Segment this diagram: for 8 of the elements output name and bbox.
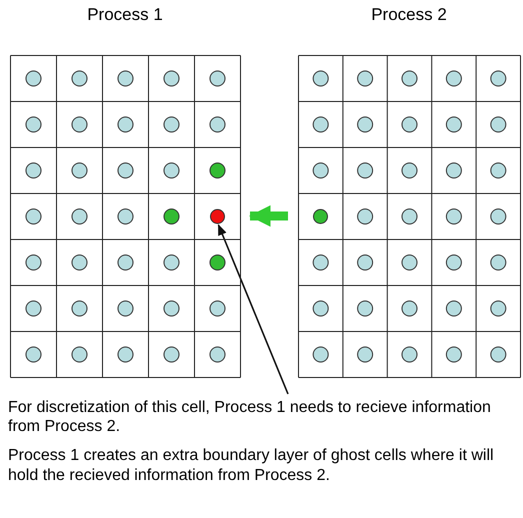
grid-point bbox=[313, 209, 328, 224]
grid-point bbox=[210, 209, 225, 224]
block-arrow bbox=[248, 205, 288, 227]
note-text: For discretization of this cell, Process 1 needs to recieve information from Process 2. bbox=[8, 398, 498, 436]
leader-arrow bbox=[218, 224, 289, 394]
grid-heading: Process 1 bbox=[86, 5, 164, 25]
note-text: Process 1 creates an extra boundary layer of ghost cells where it will hold the recieved information from Process 2. bbox=[8, 446, 495, 485]
grid-heading: Process 2 bbox=[370, 5, 448, 25]
